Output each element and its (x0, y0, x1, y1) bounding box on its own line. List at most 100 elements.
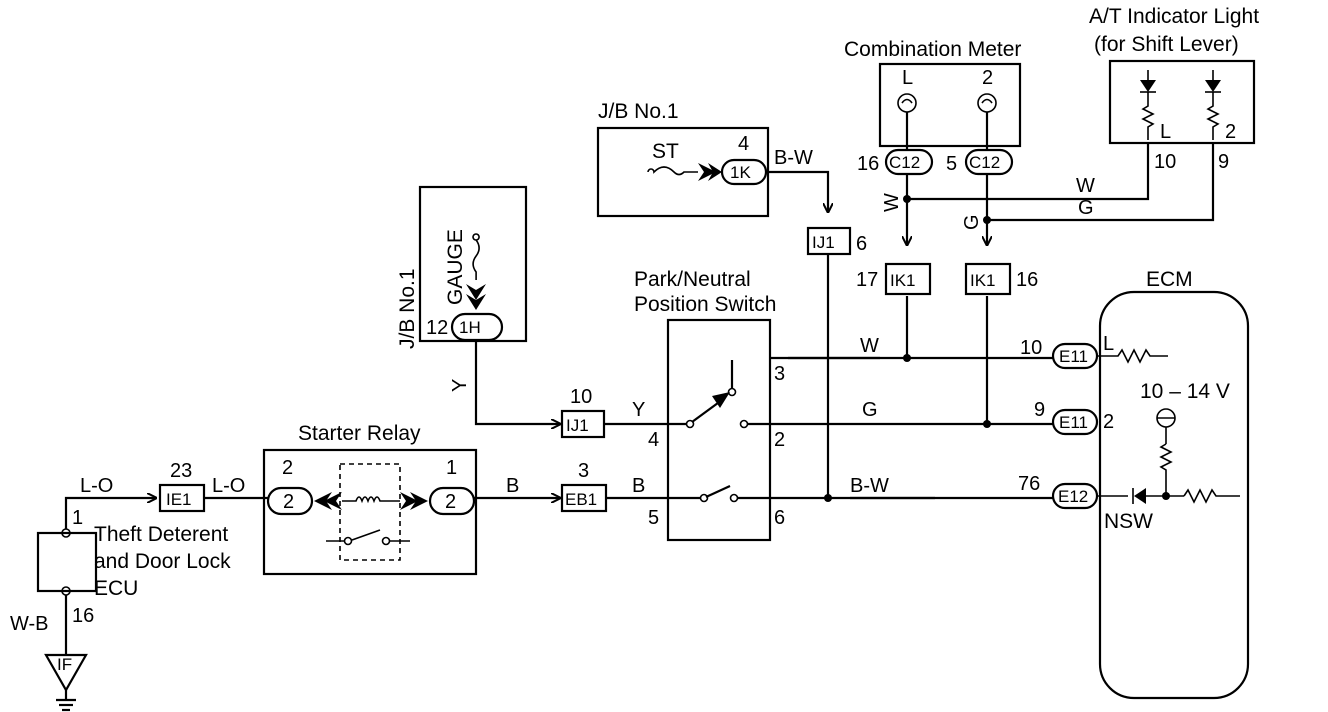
at-indicator-title-line2: (for Shift Lever) (1094, 33, 1239, 56)
junction-eb1-num: 3 (578, 460, 589, 482)
ecm: ECM 10 E11 L 9 E11 2 10 – 14 V 76 E12 NS… (1018, 268, 1250, 700)
junction-connectors: IJ1 6 IJ1 10 IK1 17 IK1 16 IE1 23 EB1 3 … (44, 226, 1038, 712)
ecm-pin9: 9 (1034, 399, 1045, 421)
at-pin-l: L (1160, 121, 1171, 143)
relay-pin-left: 2 (282, 457, 293, 479)
combination-meter-box (878, 62, 1022, 148)
fuse-icon (647, 166, 698, 176)
at-indicator-title-line1: A/T Indicator Light (1089, 5, 1259, 28)
relay-dashed-enclosure (339, 463, 401, 561)
theft-ecu-pin16: 16 (72, 605, 94, 627)
meter-conn-right-num: 5 (946, 153, 957, 175)
wire-label-w-vertical: W (881, 193, 903, 212)
junction-ij1-mid-label: IJ1 (566, 416, 589, 435)
wire-label-y-vertical: Y (449, 379, 471, 392)
ecm-pin10-label: L (1103, 333, 1114, 355)
connector-c12-left-label: C12 (889, 153, 920, 172)
connector-c12-right-label: C12 (969, 153, 1000, 172)
junction-ik1-right-num: 16 (1016, 269, 1038, 291)
at-wire-10: 10 (1154, 151, 1176, 173)
pnp-title-line1: Park/Neutral (634, 268, 751, 291)
relay-switch-icon (351, 529, 381, 541)
led-icon (1205, 80, 1221, 92)
switch-lever-icon (691, 399, 723, 423)
junction-ij1-top (806, 226, 852, 256)
ecm-nsw: NSW (1104, 510, 1153, 533)
starter-relay: Starter Relay 2 1 2 2 (262, 422, 478, 576)
wire-label-bw-top: B-W (774, 147, 813, 169)
jb-gauge-title: J/B No.1 (396, 268, 419, 349)
pnp-title-line2: Position Switch (634, 293, 776, 316)
starter-relay-box (262, 448, 478, 576)
at-indicator-light: A/T Indicator Light (for Shift Lever) L … (1089, 5, 1259, 173)
junction-eb1-label: EB1 (565, 490, 597, 509)
starter-relay-title: Starter Relay (298, 422, 421, 445)
fuse-icon (472, 233, 480, 280)
ecm-pin9-label: 2 (1103, 411, 1114, 433)
ecm-title: ECM (1146, 268, 1193, 291)
wire-label-wb: W-B (10, 613, 49, 635)
relay-connector-left (266, 486, 314, 516)
ecm-pin76: 76 (1018, 473, 1040, 495)
theft-ecu-line2: and Door Lock (94, 550, 231, 573)
pnp-pin3: 3 (774, 363, 785, 385)
junction-ik1-left-label: IK1 (890, 271, 916, 290)
junction-ie1 (158, 483, 206, 513)
junction-ik1-left (884, 262, 932, 296)
wire-label-g-horizontal: G (1078, 197, 1094, 219)
meter-conn-left-num: 16 (857, 153, 879, 175)
junction-ij1-top-label: IJ1 (812, 233, 835, 252)
wires: B-W W G W G W G B-W Y Y B (10, 143, 1215, 655)
relay-coil-icon (342, 496, 400, 504)
bulb-icon (977, 93, 997, 113)
junction-ij1-mid-num: 10 (570, 386, 592, 408)
chevron-icon (314, 492, 332, 510)
led-icon (1140, 80, 1156, 92)
ecm-connector-e12-label: E12 (1058, 487, 1088, 506)
jb-gauge-fuse-label: GAUGE (444, 229, 467, 305)
resistor-icon (1159, 443, 1173, 494)
junction-ik1-right (964, 262, 1012, 296)
park-neutral-position-switch: Park/Neutral Position Switch 3 4 2 5 6 (634, 268, 785, 542)
at-wire-9: 9 (1218, 151, 1229, 173)
junction-ik1-right-label: IK1 (970, 271, 996, 290)
jb-no1-gauge: J/B No.1 GAUGE 1H 12 (396, 185, 528, 349)
pnp-pin5: 5 (648, 507, 659, 529)
at-pin-2: 2 (1225, 121, 1236, 143)
wire-label-lo-right: L-O (212, 475, 245, 497)
ecm-connector-e11-top-label: E11 (1059, 347, 1088, 366)
combination-meter: Combination Meter L 2 C12 16 C12 5 (844, 38, 1022, 176)
bulb-icon (897, 93, 917, 113)
wire-label-w-horizontal: W (1076, 175, 1095, 197)
connector-c12-left (884, 148, 934, 176)
ecm-pin10: 10 (1020, 337, 1042, 359)
resistor-icon (1141, 92, 1155, 140)
pnp-pin4: 4 (648, 429, 659, 451)
wire-label-g-vertical: G (961, 214, 983, 230)
wire-label-b-relay: B (506, 475, 519, 497)
resistor-icon (1206, 92, 1220, 140)
connector-1k-label: 1K (730, 163, 751, 182)
ground-connector-if-label: IF (57, 655, 72, 674)
wire-label-bw-pnp: B-W (850, 475, 889, 497)
at-indicator-box (1108, 59, 1256, 145)
ecm-voltage: 10 – 14 V (1140, 380, 1230, 403)
pnp-pin2: 2 (774, 429, 785, 451)
junction-ie1-num: 23 (170, 460, 192, 482)
resistor-icon (1097, 348, 1168, 364)
meter-pin-l: L (902, 67, 913, 89)
wire-label-y-pnp: Y (632, 399, 645, 421)
jb-top-pin: 4 (738, 133, 749, 155)
theft-ecu-line3: ECU (94, 577, 138, 600)
junction-eb1 (560, 483, 608, 513)
chevron-icon (410, 492, 428, 510)
ecm-connector-e11-mid-label: E11 (1059, 413, 1088, 432)
junction-ie1-label: IE1 (166, 490, 192, 509)
ground-connector-if (44, 653, 88, 693)
jb-no1-st: J/B No.1 ST 4 1K (596, 100, 770, 218)
connector-c12-right (964, 148, 1014, 176)
wire-label-g-pnp: G (862, 399, 878, 421)
pnp-pin6: 6 (774, 507, 785, 529)
junction-ij1-mid (560, 409, 606, 439)
theft-ecu-line1: Theft Deterent (94, 523, 228, 546)
